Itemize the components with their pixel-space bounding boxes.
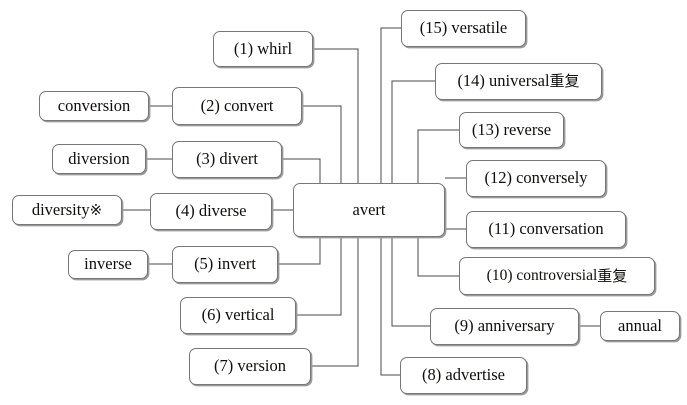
node-14-label: (14) universal	[457, 71, 550, 91]
wire-n8-avert	[380, 237, 400, 376]
wire-n14-avert	[391, 80, 435, 183]
node-2-convert[interactable]: (2) convert	[172, 87, 302, 125]
node-1-whirl[interactable]: (1) whirl	[213, 31, 313, 67]
leaf-inverse[interactable]: inverse	[68, 250, 148, 279]
wire-n3-avert	[282, 158, 321, 183]
node-4-diverse[interactable]: (4) diverse	[150, 193, 272, 230]
node-10-label: (10) controversial	[486, 267, 598, 285]
node-6-vertical[interactable]: (6) vertical	[180, 297, 296, 334]
wire-n2-avert	[302, 105, 342, 183]
leaf-diversity-label: diversity	[31, 199, 90, 219]
wire-n15-avert	[380, 27, 401, 183]
node-2-label: (2) convert	[200, 95, 274, 115]
node-12-label: (12) conversely	[484, 168, 588, 188]
leaf-diversity[interactable]: diversity※	[12, 195, 122, 225]
node-15-versatile[interactable]: (15) versatile	[401, 10, 526, 47]
node-5-label: (5) invert	[194, 254, 256, 274]
node-5-invert[interactable]: (5) invert	[172, 246, 278, 283]
node-3-label: (3) divert	[196, 149, 258, 169]
center-node-avert[interactable]: avert	[293, 183, 445, 237]
wire-n10-avert	[417, 237, 459, 277]
node-7-label: (7) version	[214, 356, 286, 376]
node-3-divert[interactable]: (3) divert	[172, 141, 282, 178]
leaf-diversion-label: diversion	[68, 148, 130, 168]
leaf-annual-label: annual	[618, 315, 662, 335]
node-13-label: (13) reverse	[471, 119, 552, 139]
node-8-label: (8) advertise	[422, 365, 505, 385]
node-6-label: (6) vertical	[201, 305, 275, 325]
wire-n1-avert	[313, 48, 359, 183]
center-node-label: avert	[352, 199, 386, 219]
node-12-conversely[interactable]: (12) conversely	[466, 160, 606, 197]
node-10-duplicate-mark: 重复	[597, 266, 628, 285]
node-9-label: (9) anniversary	[454, 316, 555, 336]
leaf-diversion[interactable]: diversion	[52, 144, 146, 174]
node-7-version[interactable]: (7) version	[189, 348, 311, 385]
node-1-label: (1) whirl	[233, 38, 293, 58]
wire-n11-avert	[444, 210, 466, 230]
wire-n6-avert	[296, 237, 342, 316]
node-15-label: (15) versatile	[419, 18, 508, 38]
node-11-conversation[interactable]: (11) conversation	[466, 211, 626, 248]
wire-n13-avert	[417, 129, 459, 183]
node-13-reverse[interactable]: (13) reverse	[459, 112, 564, 148]
wire-n9-avert	[391, 237, 430, 327]
node-8-advertise[interactable]: (8) advertise	[400, 357, 527, 394]
wire-n7-avert	[311, 237, 359, 367]
leaf-conversion[interactable]: conversion	[39, 91, 149, 121]
wire-n5-avert	[278, 237, 321, 265]
leaf-annual[interactable]: annual	[600, 311, 680, 341]
node-9-anniversary[interactable]: (9) anniversary	[430, 308, 579, 345]
node-4-label: (4) diverse	[175, 201, 247, 221]
leaf-inverse-label: inverse	[84, 254, 132, 274]
node-11-label: (11) conversation	[488, 219, 604, 239]
leaf-conversion-label: conversion	[57, 95, 131, 115]
node-14-duplicate-mark: 重复	[549, 72, 580, 90]
leaf-diversity-reference-mark: ※	[89, 200, 103, 219]
